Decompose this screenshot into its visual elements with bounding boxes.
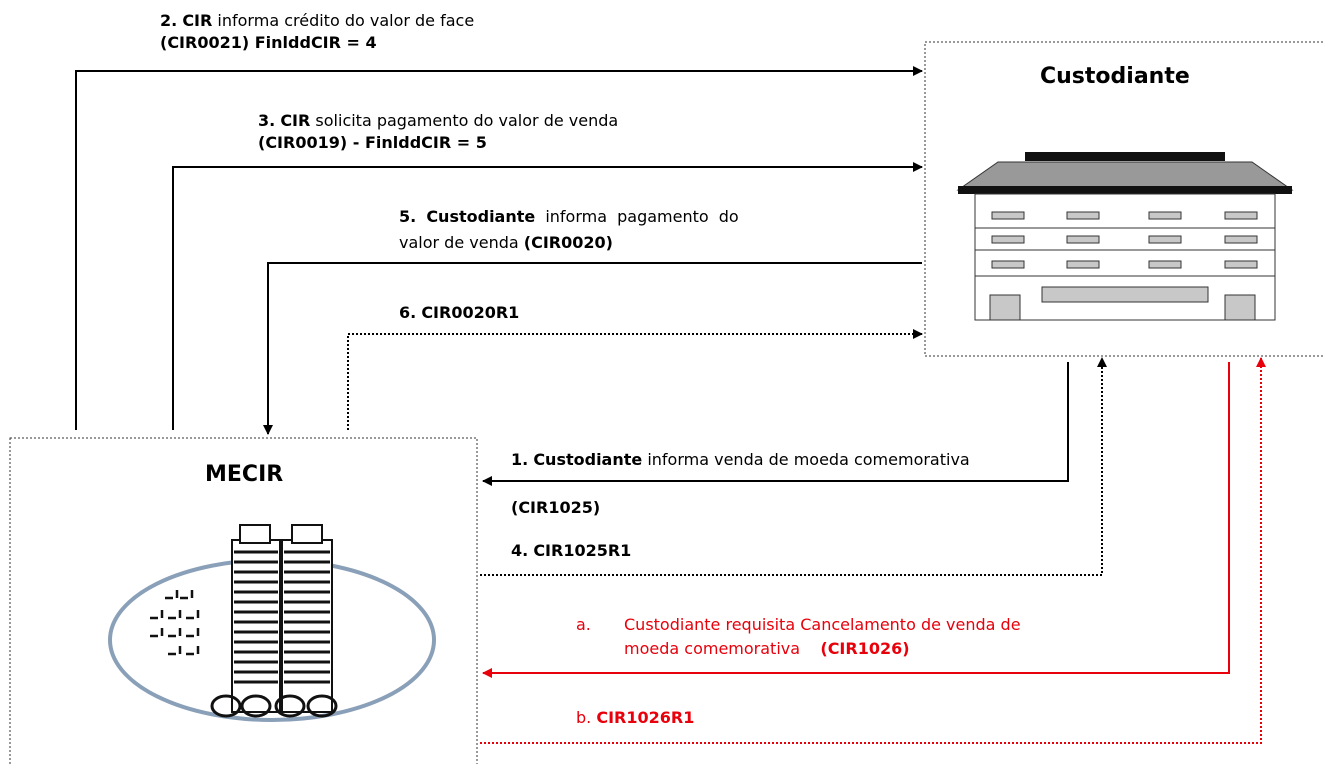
label-step-1: 1. Custodiante informa venda de moeda co… [511, 450, 970, 469]
label-step-a-text: Custodiante requisita Cancelamento de ve… [624, 615, 1021, 634]
label-step-a-line2: moeda comemorativa (CIR1026) [624, 639, 910, 658]
mecir-box [9, 437, 478, 764]
custodiante-box [924, 41, 1323, 357]
arrow-step-b [480, 357, 1266, 744]
label-step-5: 5. Custodiante informa pagamento do [399, 207, 739, 226]
central-bank-logo-icon [108, 524, 436, 722]
arrow-step-4 [480, 357, 1107, 576]
label-step-2: 2. CIR informa crédito do valor de face [160, 11, 475, 30]
arrow-step-6 [347, 329, 923, 430]
label-step-1-code: (CIR1025) [511, 498, 601, 517]
label-step-2-code: (CIR0021) FinlddCIR = 4 [160, 33, 377, 52]
label-step-6: 6. CIR0020R1 [399, 303, 520, 322]
arrow-step-a [482, 362, 1230, 678]
building-icon [956, 152, 1294, 321]
label-step-a: a. [576, 615, 591, 634]
label-step-3: 3. CIR solicita pagamento do valor de ve… [258, 111, 619, 130]
arrow-step-3 [172, 162, 923, 430]
mecir-title: MECIR [205, 462, 284, 487]
arrow-step-5 [263, 262, 922, 435]
arrow-step-1 [482, 362, 1069, 486]
label-step-b: b. CIR1026R1 [576, 708, 695, 727]
custodiante-title: Custodiante [1040, 64, 1190, 89]
label-step-5-line2: valor de venda (CIR0020) [399, 233, 613, 252]
label-step-4: 4. CIR1025R1 [511, 541, 632, 560]
arrow-step-2 [75, 66, 923, 430]
label-step-3-code: (CIR0019) - FinlddCIR = 5 [258, 133, 487, 152]
